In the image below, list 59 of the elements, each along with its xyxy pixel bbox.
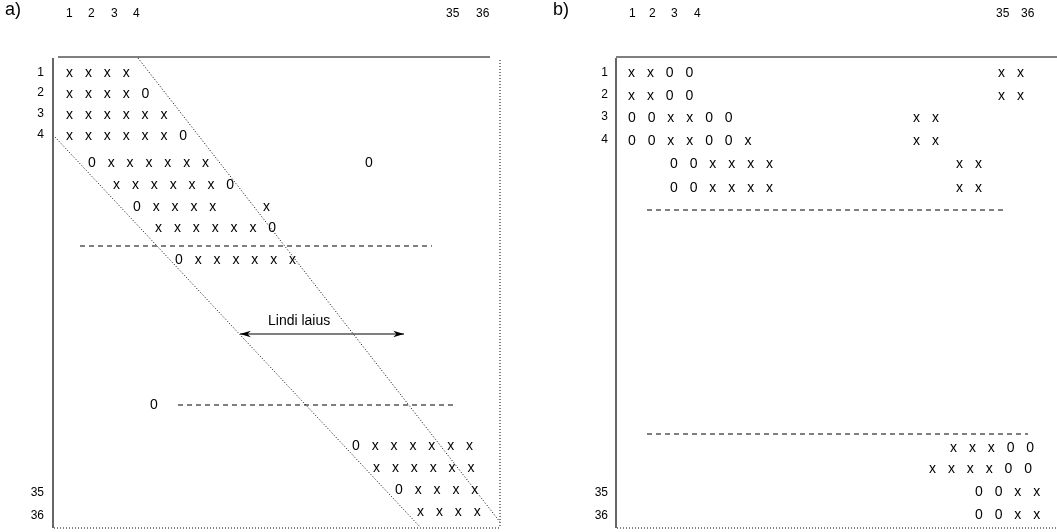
row-number: 35: [29, 486, 44, 498]
matrix-entries: x x x x x x 0: [113, 177, 239, 191]
matrix-entries: x x x x: [66, 65, 134, 79]
matrix-entries: x x: [998, 65, 1028, 79]
matrix-entries: x x x x x x: [66, 107, 172, 121]
matrix-entry: x: [263, 199, 274, 213]
matrix-entries: 0 x x x x x x: [88, 155, 214, 169]
matrix-entries: 0 x x x x x x: [352, 438, 478, 452]
matrix-entries: x x: [956, 180, 986, 194]
matrix-entries: x x x x x x: [373, 460, 479, 474]
row-number: 36: [29, 509, 44, 521]
row-number: 3: [600, 110, 608, 122]
matrix-entries: x x: [913, 110, 943, 124]
column-number: 3: [671, 7, 678, 19]
panel-label: a): [5, 0, 21, 18]
matrix-entries: 0 0 x x: [975, 484, 1045, 498]
row-number: 2: [600, 88, 608, 100]
column-number: 2: [649, 7, 656, 19]
matrix-entries: 0 0 x x x x: [670, 180, 778, 194]
row-number: 2: [36, 86, 44, 98]
column-number: 2: [88, 7, 95, 19]
matrix-entries: x x x x 0: [66, 86, 154, 100]
matrix-entries: 0 0 x x x x: [670, 156, 778, 170]
column-number: 4: [694, 7, 701, 19]
matrix-entries: x x x x x x 0: [155, 220, 281, 234]
matrix-entries: x x: [956, 156, 986, 170]
matrix-entries: 0 0 x x: [975, 507, 1045, 521]
matrix-entries: x x x x: [417, 504, 485, 518]
column-number: 36: [1021, 7, 1035, 19]
matrix-entries: x x 0 0: [628, 65, 698, 79]
matrix-entries: 0 x x x x x x: [175, 252, 301, 266]
row-number: 36: [593, 509, 608, 521]
row-number: 3: [36, 107, 44, 119]
matrix-entries: x x x x x x 0: [66, 128, 192, 142]
column-number: 36: [476, 7, 490, 19]
column-number: 1: [66, 7, 73, 19]
matrix-entries: 0 x x x x: [395, 482, 483, 496]
column-number: 4: [133, 7, 140, 19]
column-number: 3: [111, 7, 118, 19]
matrix-entry: 0: [150, 397, 162, 411]
dimension-label: Lindi laius: [266, 313, 333, 327]
matrix-entries: 0 x x x x: [133, 199, 221, 213]
row-number: 1: [36, 66, 44, 78]
matrix-entries: x x x x 0 0: [929, 461, 1037, 475]
matrix-entries: x x: [998, 88, 1028, 102]
panel-label: b): [553, 0, 569, 18]
matrix-entries: x x 0 0: [628, 88, 698, 102]
matrix-entries: 0 0 x x 0 0 x: [628, 133, 756, 147]
matrix-entries: x x x 0 0: [950, 440, 1039, 454]
row-number: 4: [600, 133, 608, 145]
matrix-entry: 0: [365, 155, 377, 169]
column-number: 35: [996, 7, 1010, 19]
matrix-entries: 0 0 x x 0 0: [628, 110, 737, 124]
row-number: 1: [600, 66, 608, 78]
matrix-entries: x x: [913, 133, 943, 147]
column-number: 1: [629, 7, 636, 19]
row-number: 35: [593, 486, 608, 498]
column-number: 35: [446, 7, 460, 19]
row-number: 4: [36, 128, 44, 140]
